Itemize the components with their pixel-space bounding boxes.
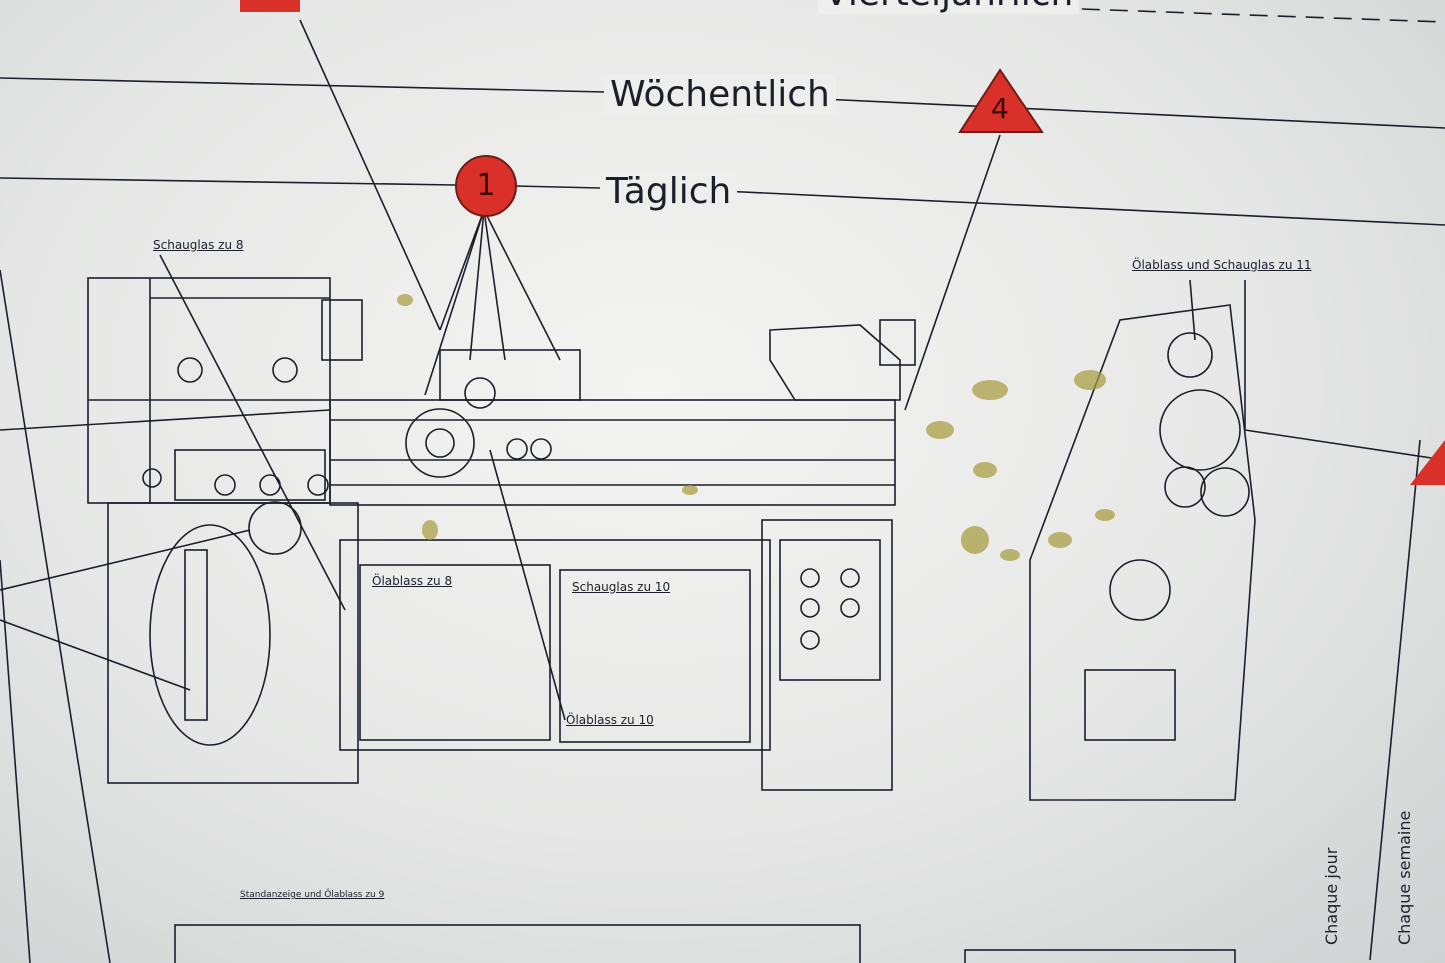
- lathe-bed: [329, 399, 896, 506]
- daily-line-left: [0, 177, 456, 186]
- weekly-line-right: [799, 97, 1445, 129]
- callout-oelablass-schauglas-11: Ölablass und Schauglas zu 11: [1132, 258, 1312, 272]
- quarterly-line: [829, 0, 1445, 23]
- triangle-marker-label: 4: [991, 92, 1009, 125]
- square-marker-top: [240, 0, 300, 12]
- weekly-line-left: [0, 77, 606, 93]
- circle-marker-1: 1: [455, 155, 517, 217]
- end-view: [1029, 304, 1256, 801]
- base-right: [761, 519, 893, 791]
- callout-standanzeige-9: Standanzeige und Ölablass zu 9: [240, 890, 385, 900]
- tailstock: [769, 324, 901, 401]
- daily-line-right: [721, 190, 1445, 226]
- base-cabinet: [339, 539, 771, 751]
- left-frame-line: [0, 269, 111, 963]
- vertical-label-semaine: Chaque semaine: [1395, 810, 1414, 945]
- vertical-label-jour: Chaque jour: [1322, 847, 1341, 945]
- callout-schauglas-8: Schauglas zu 8: [153, 238, 244, 252]
- headstock: [87, 277, 331, 504]
- triangle-marker-4: [958, 68, 1044, 133]
- band-daily: Täglich: [600, 172, 738, 212]
- triangle-marker-edge: [1410, 440, 1445, 485]
- base-left: [107, 502, 359, 784]
- daily-line-mid: [514, 185, 601, 189]
- callout-schauglas-10: Schauglas zu 10: [572, 580, 671, 594]
- callout-oelablass-8: Ölablass zu 8: [372, 574, 453, 588]
- band-weekly: Wöchentlich: [604, 75, 836, 115]
- callout-oelablass-10: Ölablass zu 10: [566, 713, 654, 727]
- band-quarterly: Vierteljährlich: [818, 0, 1080, 14]
- apron-handwheel: [405, 408, 475, 478]
- control-panel: [779, 539, 881, 681]
- oil-stains: [397, 294, 1115, 561]
